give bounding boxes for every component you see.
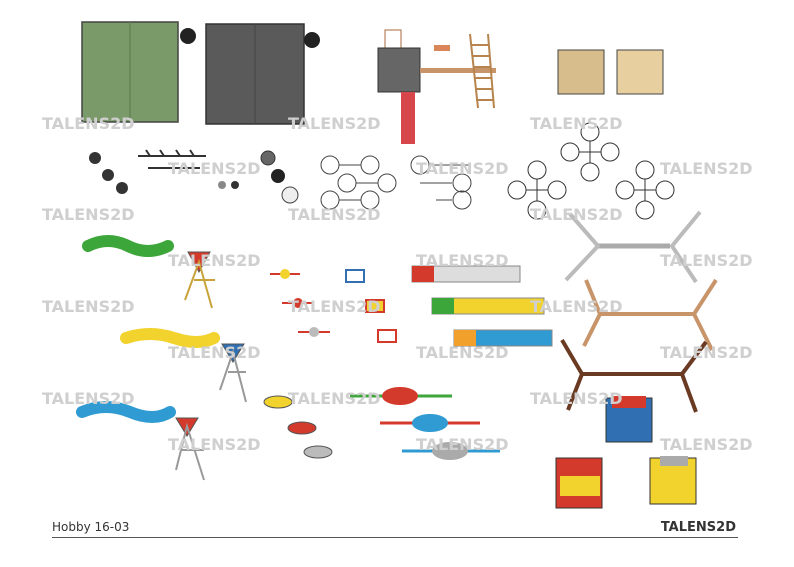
sand-box-2 (616, 49, 664, 95)
sand-box-1 (557, 49, 605, 95)
watermark: TALENS2D (530, 389, 623, 408)
green-mat (81, 21, 196, 123)
play-tower (377, 29, 496, 144)
straight-slides (411, 265, 553, 347)
watermark: TALENS2D (42, 205, 135, 224)
green-wave-slide (82, 235, 215, 309)
balance-beams (560, 210, 718, 413)
climbing-cubes (555, 396, 697, 509)
watermark: TALENS2D (530, 114, 623, 133)
blue-wave-slide (76, 401, 205, 481)
footer-rule (52, 537, 738, 538)
watermark: TALENS2D (530, 205, 623, 224)
yellow-wave-slide (120, 328, 247, 403)
seesaws (350, 387, 500, 460)
watermark: TALENS2D (660, 159, 753, 178)
watermark: TALENS2D (660, 343, 753, 362)
watermark: TALENS2D (168, 159, 261, 178)
watermark: TALENS2D (530, 297, 623, 316)
watermark: TALENS2D (660, 435, 753, 454)
watermark: TALENS2D (42, 114, 135, 133)
spring-riders (270, 269, 397, 343)
rail-rack (138, 149, 206, 169)
stepping-discs (89, 150, 299, 204)
watermark: TALENS2D (660, 251, 753, 270)
watermark: TALENS2D (288, 205, 381, 224)
watermark: TALENS2D (416, 159, 509, 178)
watermark: TALENS2D (168, 251, 261, 270)
watermark: TALENS2D (416, 343, 509, 362)
watermark: TALENS2D (42, 297, 135, 316)
watermark: TALENS2D (42, 389, 135, 408)
watermark: TALENS2D (288, 389, 381, 408)
watermark: TALENS2D (168, 435, 261, 454)
sheet-code: Hobby 16-03 (52, 520, 130, 534)
spinner-discs (263, 395, 333, 459)
swing-set-row (320, 155, 472, 210)
watermark: TALENS2D (288, 114, 381, 133)
cross-swings (507, 122, 675, 220)
watermark: TALENS2D (288, 297, 381, 316)
watermark: TALENS2D (416, 435, 509, 454)
watermark: TALENS2D (416, 251, 509, 270)
grey-mat (205, 23, 320, 125)
watermark: TALENS2D (168, 343, 261, 362)
brand-label: TALENS2D (660, 520, 736, 535)
